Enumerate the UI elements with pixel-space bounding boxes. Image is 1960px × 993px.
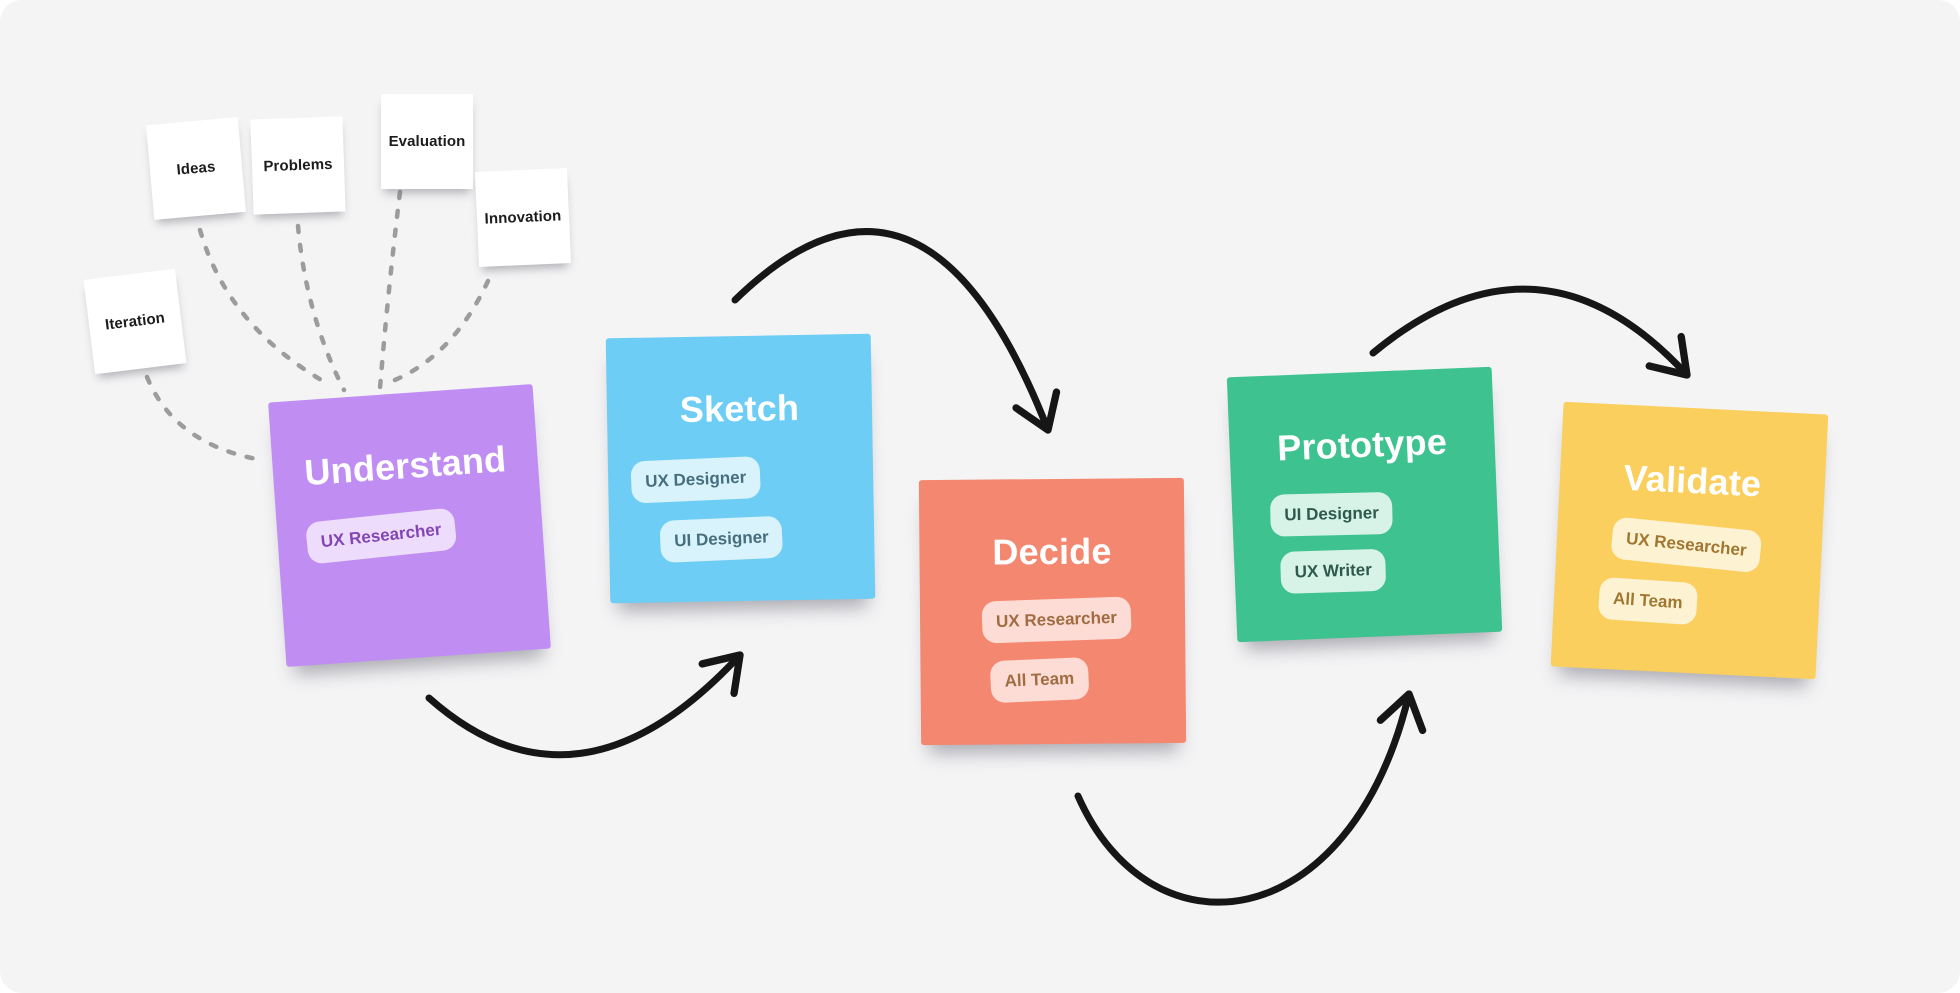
role-badge: UI Designer (659, 515, 784, 563)
mini-note-label: Innovation (484, 207, 562, 228)
stage-note-title: Validate (1622, 456, 1763, 505)
connector-evaluation-understand (377, 189, 403, 391)
stage-note-title: Understand (303, 438, 508, 494)
connector-iteration-understand (144, 374, 265, 463)
mini-note-innovation: Innovation (474, 168, 572, 267)
connector-problems-understand (295, 223, 347, 393)
stage-note-title: Sketch (679, 386, 800, 431)
connector-innovation-understand (387, 278, 491, 385)
mini-note-label: Problems (263, 155, 333, 176)
stage-note-title: Prototype (1276, 420, 1448, 469)
stage-note-decide: Decide UX Researcher All Team (918, 477, 1187, 746)
role-badge: UX Writer (1280, 548, 1387, 594)
stage-note-understand: Understand UX Researcher (268, 384, 551, 667)
mini-note-ideas: Ideas (146, 117, 246, 220)
mini-note-problems: Problems (250, 116, 346, 215)
role-badge: UX Researcher (304, 507, 458, 565)
stage-note-title: Decide (992, 530, 1112, 573)
role-badge: All Team (989, 657, 1090, 704)
connector-ideas-understand (197, 227, 333, 388)
arrow-prototype-to-validate (1369, 285, 1691, 379)
mini-note-label: Iteration (104, 309, 166, 334)
stage-note-validate: Validate UX Researcher All Team (1550, 401, 1829, 680)
role-badge: UX Researcher (1610, 516, 1763, 574)
arrow-understand-to-sketch (425, 651, 744, 759)
mini-note-evaluation: Evaluation (381, 94, 473, 189)
mini-note-iteration: Iteration (83, 268, 187, 375)
role-badge: UI Designer (1269, 491, 1394, 537)
role-badge: UX Researcher (981, 596, 1132, 644)
role-badge: All Team (1597, 576, 1698, 626)
mini-note-label: Ideas (175, 158, 217, 179)
stage-note-sketch: Sketch UX Designer UI Designer (605, 333, 876, 604)
mini-note-label: Evaluation (388, 133, 466, 150)
role-badge: UX Designer (630, 455, 762, 504)
stage-note-prototype: Prototype UI Designer UX Writer (1226, 366, 1503, 643)
